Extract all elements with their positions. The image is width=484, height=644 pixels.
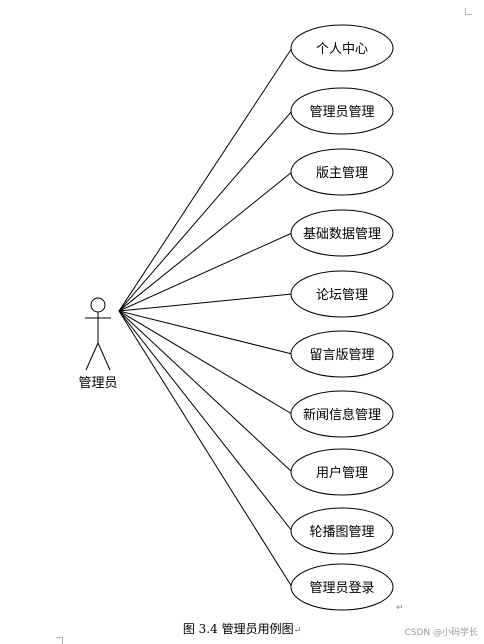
actor-head [90, 297, 106, 313]
use-case-ellipse [290, 448, 394, 496]
page-corner-mark [56, 637, 63, 644]
association-line [118, 310, 293, 415]
use-case-label: 论坛管理 [316, 288, 368, 303]
association-line [118, 310, 293, 588]
figure-caption: 图 3.4 管理员用例图↵ [0, 620, 484, 637]
association-line [118, 310, 293, 355]
association-line [118, 171, 293, 312]
use-case-label: 留言版管理 [309, 348, 374, 363]
use-case-label: 轮播图管理 [309, 525, 374, 540]
actor-label: 管理员 [78, 376, 117, 391]
use-case: 个人中心 [290, 24, 394, 72]
association-line [118, 310, 293, 473]
association-lines [118, 47, 293, 588]
use-case-label: 用户管理 [316, 465, 368, 481]
paragraph-mark: ↵ [396, 603, 404, 613]
caption-return-mark: ↵ [293, 626, 302, 636]
use-case-ellipse [290, 148, 394, 196]
use-case-label: 管理员管理 [309, 105, 374, 120]
use-case: 轮播图管理 [290, 507, 394, 555]
watermark: CSDN @小码学长 [404, 628, 478, 638]
actor-admin: 管理员 [78, 297, 118, 391]
use-case-ellipse [290, 563, 394, 611]
association-line [118, 47, 293, 312]
use-case-ellipse [290, 270, 394, 318]
use-case: 新闻信息管理 [290, 390, 394, 438]
use-case-ellipse [290, 390, 394, 438]
use-case-group: 个人中心管理员管理版主管理基础数据管理论坛管理留言版管理新闻信息管理用户管理轮播… [290, 24, 394, 611]
use-case-ellipse [290, 507, 394, 555]
use-case: 基础数据管理 [290, 209, 394, 257]
actor-right-leg [97, 342, 111, 371]
use-case-ellipse [290, 330, 394, 378]
association-line [118, 293, 293, 312]
use-case: 版主管理 [290, 148, 394, 196]
use-case-label: 基础数据管理 [303, 227, 381, 242]
use-case-ellipse [290, 209, 394, 257]
use-case: 用户管理 [290, 448, 394, 496]
caption-text: 图 3.4 管理员用例图 [182, 622, 294, 636]
association-line [118, 232, 293, 312]
association-line [118, 110, 293, 312]
use-case-ellipse [290, 87, 394, 135]
use-case-label: 版主管理 [316, 166, 368, 181]
use-case-ellipse [290, 24, 394, 72]
use-case: 留言版管理 [290, 330, 394, 378]
association-line [118, 310, 293, 532]
use-case-label: 新闻信息管理 [303, 407, 381, 423]
use-case-label: 个人中心 [316, 42, 368, 57]
use-case: 管理员登录 [290, 563, 394, 611]
actor-left-leg [85, 342, 99, 371]
use-case: 管理员管理 [290, 87, 394, 135]
page-corner-mark [465, 8, 472, 15]
use-case-label: 管理员登录 [309, 581, 374, 596]
use-case: 论坛管理 [290, 270, 394, 318]
